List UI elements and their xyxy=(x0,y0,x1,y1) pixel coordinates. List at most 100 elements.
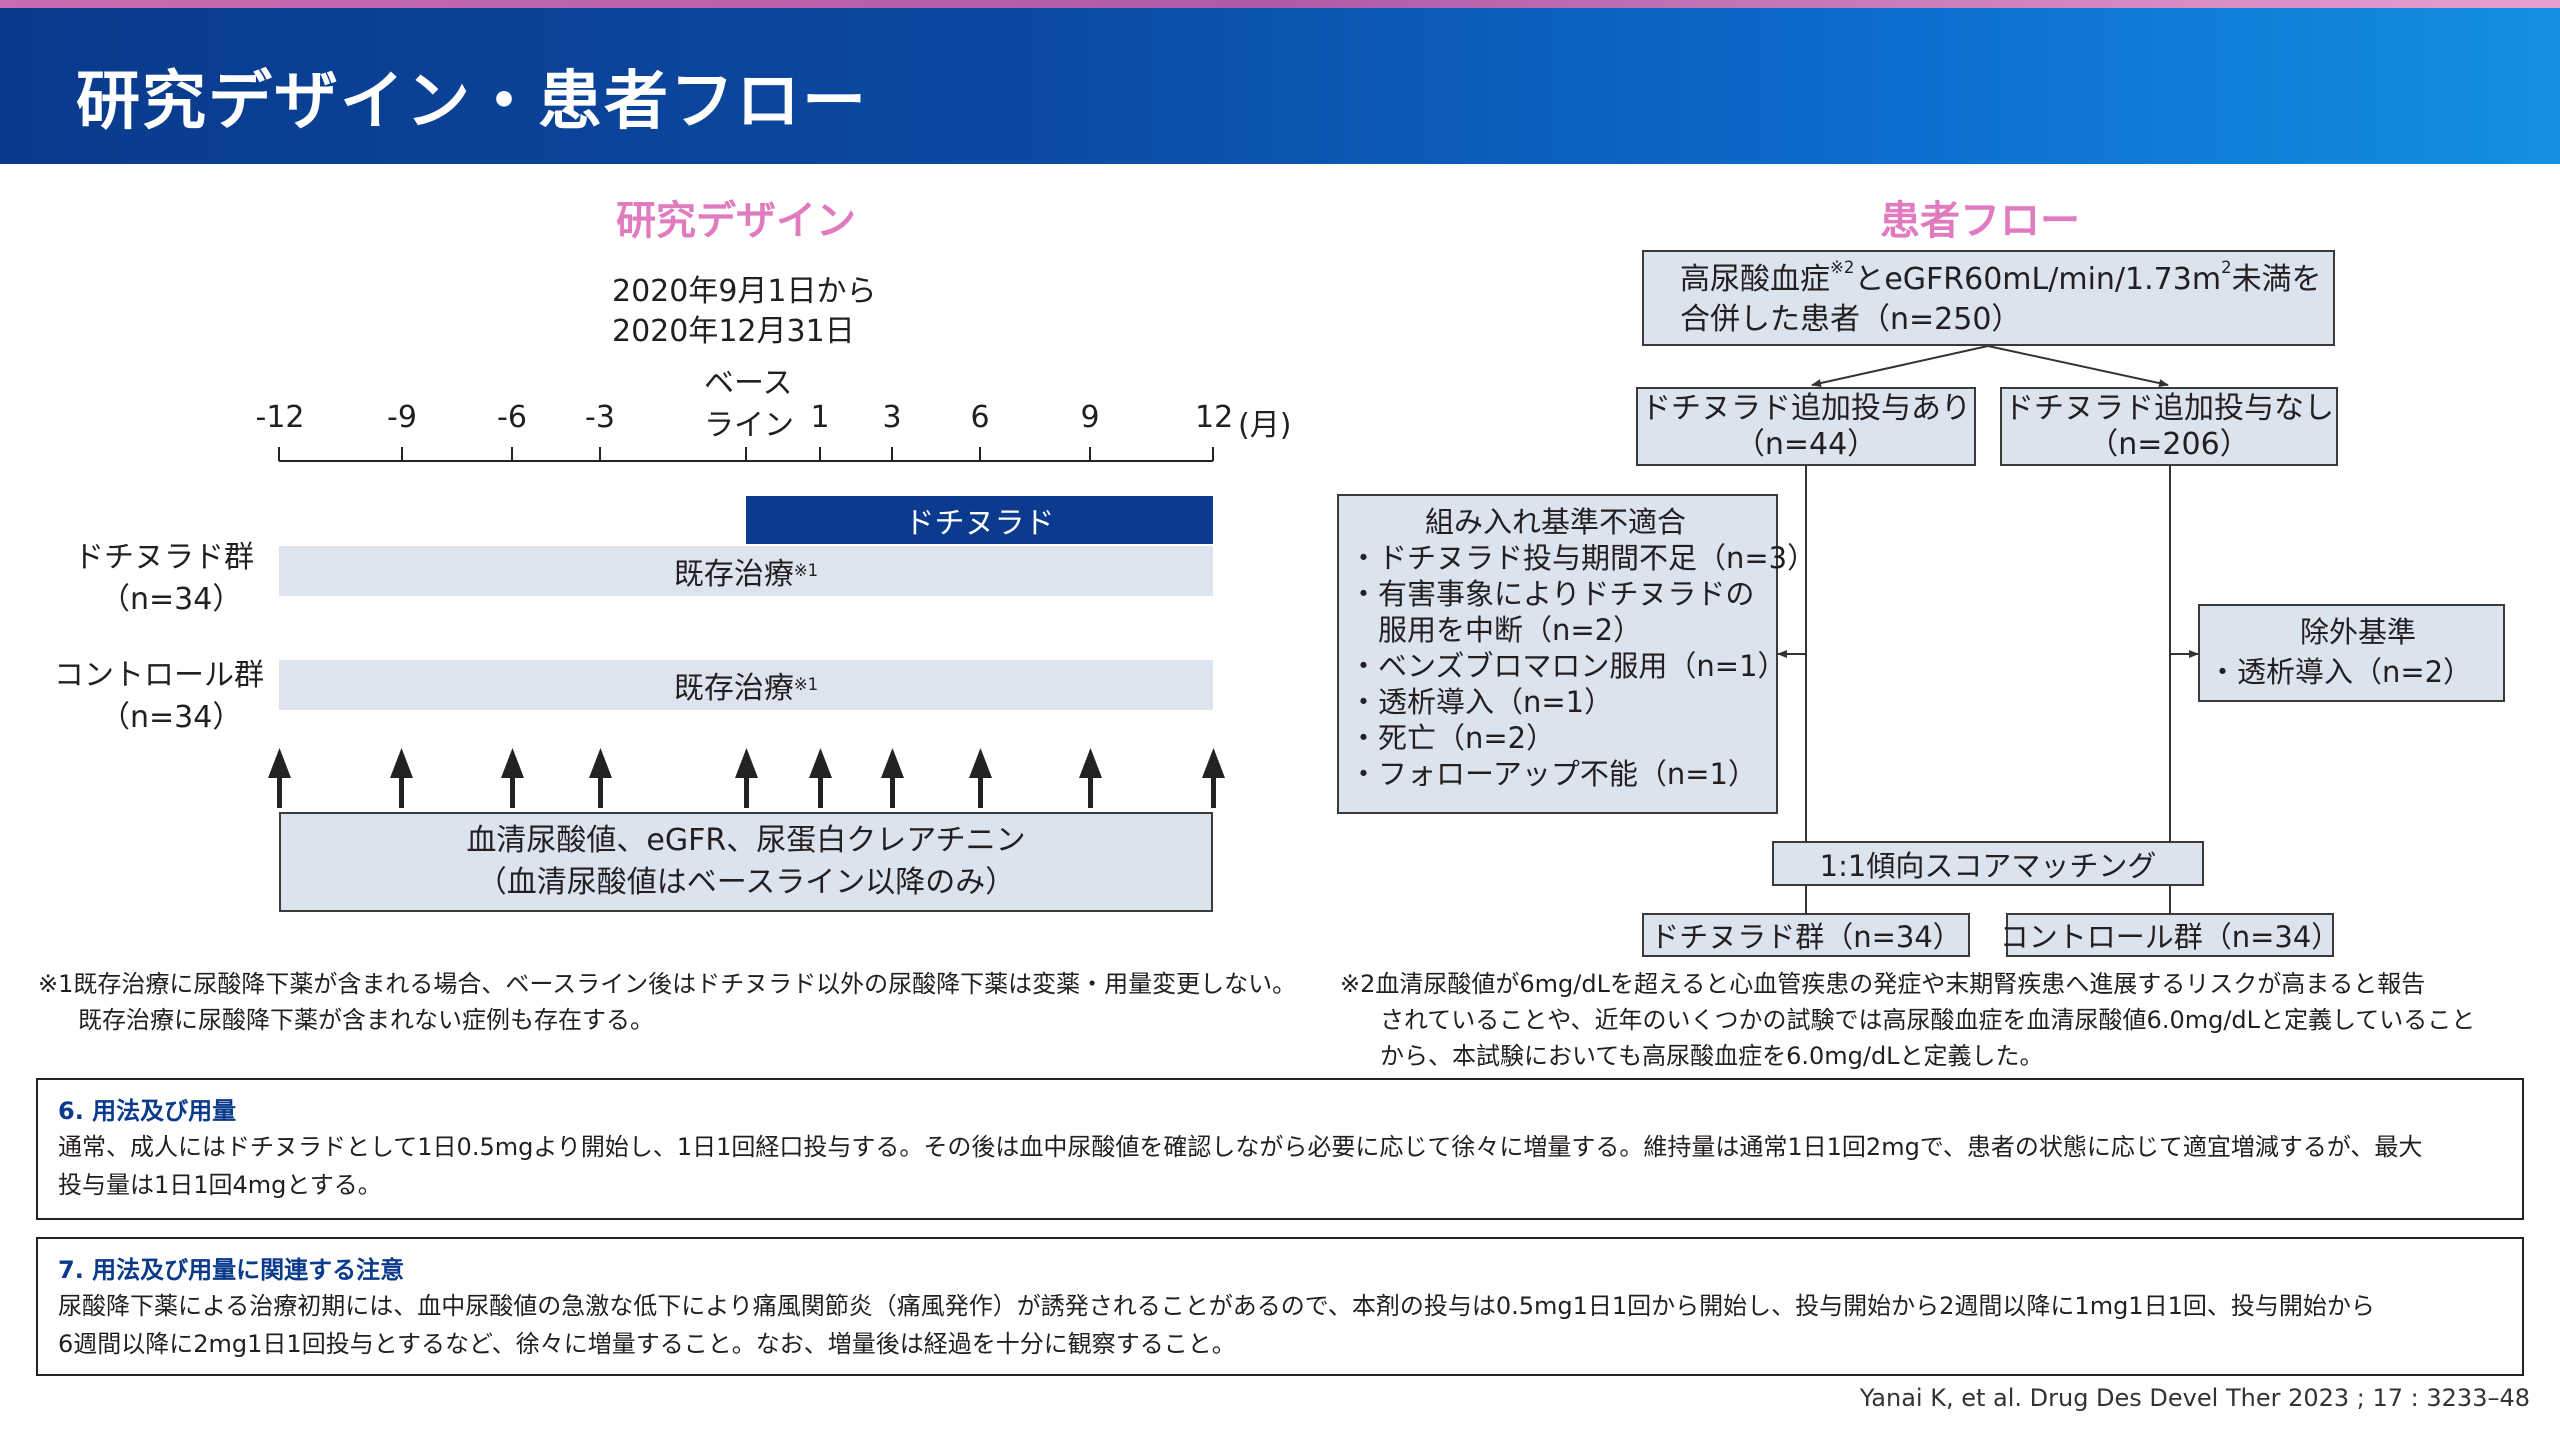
tick-label: 6 xyxy=(970,400,990,435)
up-arrow-icon xyxy=(399,772,404,808)
dosage-line2: 投与量は1日1回4mgとする。 xyxy=(58,1171,382,1199)
up-arrow-icon xyxy=(1211,772,1216,808)
exclusion-title: 除外基準 xyxy=(2300,615,2417,649)
footnote-mark: ※1 xyxy=(793,560,819,580)
up-arrow-icon xyxy=(1088,772,1093,808)
control-group-n: （n=34） xyxy=(100,700,243,735)
top-line1-b: とeGFR60mL/min/1.73m xyxy=(1854,262,2222,297)
header-accent-line xyxy=(0,0,2560,8)
up-arrow-icon xyxy=(881,748,904,778)
final-dotinurad-box: ドチヌラド群（n=34） xyxy=(1642,913,1970,957)
up-arrow-icon xyxy=(818,772,823,808)
up-arrow-icon xyxy=(744,772,749,808)
up-arrow-icon xyxy=(1079,748,1102,778)
up-arrow-icon xyxy=(501,748,524,778)
exclusion-box: 除外基準 ・透析導入（n=2） xyxy=(2198,604,2505,702)
precautions-box: 7. 用法及び用量に関連する注意 尿酸降下薬による治療初期には、血中尿酸値の急激… xyxy=(36,1237,2524,1376)
timeline-graphic xyxy=(268,447,1225,808)
top-line1-c: 未満を xyxy=(2231,262,2322,297)
tick-label: -9 xyxy=(387,400,417,435)
ineligible-item: ・透析導入（n=1） xyxy=(1349,685,1614,719)
design-title: 研究デザイン xyxy=(616,198,856,244)
dotinurad-group-label: ドチヌラド群 xyxy=(74,540,254,575)
measurement-arrows xyxy=(268,748,1225,808)
existing-treatment-bar-control: 既存治療※1 xyxy=(279,660,1213,710)
existing-treatment-label: 既存治療 xyxy=(673,671,794,706)
up-arrow-icon xyxy=(589,748,612,778)
without-line1: ドチヌラド追加投与なし xyxy=(2004,390,2334,426)
final-dotinurad-label: ドチヌラド群（n=34） xyxy=(1650,920,1962,954)
dotinurad-group-n: （n=34） xyxy=(100,582,243,617)
month-unit: (月) xyxy=(1238,408,1292,443)
superscript: 2 xyxy=(2221,258,2232,277)
matching-box: 1:1傾向スコアマッチング xyxy=(1772,841,2204,886)
ineligible-item: ・ドチヌラド投与期間不足（n=3） xyxy=(1349,541,1817,575)
footnote-2-line1: ※2血清尿酸値が6mg/dLを超えると心血管疾患の発症や末期腎疾患へ進展するリス… xyxy=(1340,970,2426,998)
ineligible-item: ・死亡（n=2） xyxy=(1349,721,1556,755)
existing-treatment-bar-dotinurad: 既存治療※1 xyxy=(279,546,1213,596)
footnote-mark: ※2 xyxy=(1830,258,1855,277)
matching-label: 1:1傾向スコアマッチング xyxy=(1819,848,2157,883)
tick-label: -3 xyxy=(585,400,615,435)
tick-label: 3 xyxy=(882,400,902,435)
tick-label: 1 xyxy=(810,400,830,435)
footnote-1-line2: 既存治療に尿酸降下薬が含まれない症例も存在する。 xyxy=(78,1006,654,1034)
ineligible-item: ・フォローアップ不能（n=1） xyxy=(1349,757,1757,791)
baseline-line1: ベース xyxy=(704,366,793,401)
up-arrow-icon xyxy=(809,748,832,778)
precautions-line2: 6週間以降に2mg1日1回投与とするなど、徐々に増量すること。なお、増量後は経過… xyxy=(58,1330,1236,1358)
tick-label: -12 xyxy=(255,400,305,435)
measurements-line1: 血清尿酸値、eGFR、尿蛋白クレアチニン xyxy=(466,823,1026,858)
final-control-box: コントロール群（n=34） xyxy=(2000,913,2340,957)
top-line2: 合併した患者（n=250） xyxy=(1680,302,2022,337)
dosage-line1: 通常、成人にはドチヌラドとして1日0.5mgより開始し、1日1回経口投与する。そ… xyxy=(58,1133,2423,1161)
with-line2: （n=44） xyxy=(1734,426,1878,462)
flow-connectors xyxy=(1777,345,2199,913)
ineligible-title: 組み入れ基準不適合 xyxy=(1425,505,1687,539)
header-bar xyxy=(0,8,2560,164)
tick-label: 12 xyxy=(1195,400,1234,435)
up-arrow-icon xyxy=(390,748,413,778)
precautions-line1: 尿酸降下薬による治療初期には、血中尿酸値の急激な低下により痛風関節炎（痛風発作）… xyxy=(58,1292,2375,1320)
control-group-label: コントロール群 xyxy=(54,658,264,693)
page-title: 研究デザイン・患者フロー xyxy=(76,65,868,139)
footnote-2-line3: から、本試験においても高尿酸血症を6.0mg/dLと定義した。 xyxy=(1380,1042,2044,1070)
arrow-to-without xyxy=(1987,345,2169,388)
with-line1: ドチヌラド追加投与あり xyxy=(1641,390,1971,426)
up-arrow-icon xyxy=(890,772,895,808)
up-arrow-icon xyxy=(277,772,282,808)
period-line2: 2020年12月31日 xyxy=(612,314,855,349)
dosage-box: 6. 用法及び用量 通常、成人にはドチヌラドとして1日0.5mgより開始し、1日… xyxy=(36,1078,2524,1220)
exclusion-item: ・透析導入（n=2） xyxy=(2208,655,2473,689)
period-line1: 2020年9月1日から xyxy=(612,274,877,309)
without-line2: （n=206） xyxy=(2088,426,2250,462)
dotinurad-bar: ドチヌラド xyxy=(746,496,1213,544)
measurements-box: 血清尿酸値、eGFR、尿蛋白クレアチニン （血清尿酸値はベースライン以降のみ） xyxy=(279,812,1213,912)
up-arrow-icon xyxy=(735,748,758,778)
flow-top-box: 高尿酸血症※2とeGFR60mL/min/1.73m2未満を 合併した患者（n=… xyxy=(1642,250,2335,346)
dotinurad-bar-label: ドチヌラド xyxy=(904,506,1055,541)
footnote-mark: ※1 xyxy=(793,674,819,694)
existing-treatment-label: 既存治療 xyxy=(673,557,794,592)
final-control-label: コントロール群（n=34） xyxy=(1999,920,2341,954)
without-dotinurad-box: ドチヌラド追加投与なし （n=206） xyxy=(2000,387,2338,466)
top-line1-a: 高尿酸血症 xyxy=(1680,262,1830,297)
up-arrow-icon xyxy=(268,748,291,778)
footnote-1-line1: ※1既存治療に尿酸降下薬が含まれる場合、ベースライン後はドチヌラド以外の尿酸降下… xyxy=(38,970,1297,998)
citation: Yanai K, et al. Drug Des Devel Ther 2023… xyxy=(1859,1384,2530,1412)
up-arrow-icon xyxy=(1202,748,1225,778)
tick-label: 9 xyxy=(1080,400,1100,435)
up-arrow-icon xyxy=(978,772,983,808)
up-arrow-icon xyxy=(598,772,603,808)
baseline-line2: ライン xyxy=(704,408,794,443)
tick-label: -6 xyxy=(497,400,527,435)
up-arrow-icon xyxy=(969,748,992,778)
ineligible-item: 服用を中断（n=2） xyxy=(1349,613,1643,647)
precautions-heading: 7. 用法及び用量に関連する注意 xyxy=(58,1256,405,1284)
ineligible-item: ・有害事象によりドチヌラドの xyxy=(1349,577,1755,611)
arrow-to-with xyxy=(1811,345,1989,387)
measurements-line2: （血清尿酸値はベースライン以降のみ） xyxy=(476,865,1016,900)
footnote-2-line2: されていることや、近年のいくつかの試験では高尿酸血症を血清尿酸値6.0mg/dL… xyxy=(1380,1006,2476,1034)
up-arrow-icon xyxy=(510,772,515,808)
ineligible-box: 組み入れ基準不適合 ・ドチヌラド投与期間不足（n=3） ・有害事象によりドチヌラ… xyxy=(1337,494,1817,814)
